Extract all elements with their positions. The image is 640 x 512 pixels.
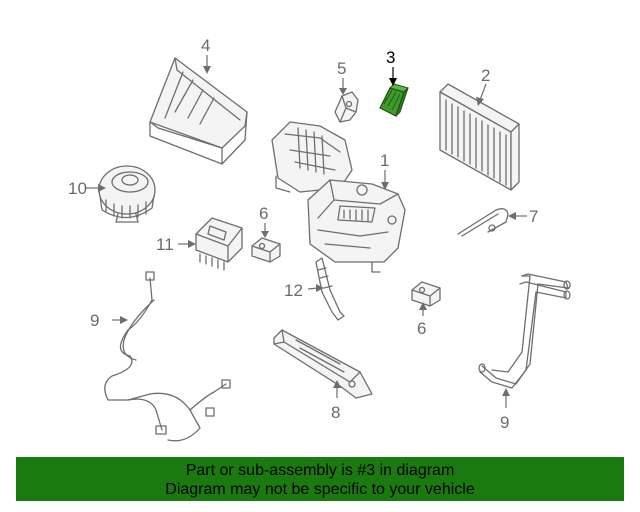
- part-10-wiring-harness: [104, 271, 231, 442]
- part-8-duct: [273, 329, 373, 399]
- callout-10: 9: [90, 311, 99, 330]
- callout-3: 3: [386, 48, 395, 67]
- callout-6-lower: 6: [417, 319, 426, 338]
- arrowhead-10: [120, 316, 128, 324]
- callout-5: 5: [337, 59, 346, 78]
- parts-diagram: 4 5 3 2 1: [68, 36, 571, 442]
- callout-11: 10: [68, 179, 87, 198]
- arrowhead-2: [476, 97, 484, 106]
- callout-12: 11: [156, 235, 174, 254]
- callout-2: 2: [481, 66, 490, 85]
- arrowhead-9: [502, 388, 510, 396]
- part-7-sensor: [457, 208, 509, 237]
- part-13-drain-hose: [315, 257, 345, 321]
- part-1-hvac-case: [271, 121, 406, 273]
- part-12-control-module: [195, 217, 243, 271]
- arrowhead-6a: [261, 231, 269, 238]
- info-banner: Part or sub-assembly is #3 in diagram Di…: [16, 457, 624, 501]
- arrowhead-13: [316, 284, 324, 292]
- part-11-blower-motor: [98, 165, 156, 223]
- arrowhead-5: [339, 88, 347, 95]
- arrowhead-4: [203, 66, 211, 74]
- callout-7: 7: [529, 207, 538, 226]
- part-2-evaporator: [439, 83, 520, 191]
- arrowhead-6b: [419, 302, 427, 310]
- arrowhead-3: [389, 78, 397, 86]
- part-6-actuator-upper: [251, 237, 281, 263]
- part-9-heater-pipes: [478, 273, 571, 389]
- part-4-cabin-filter: [149, 57, 248, 165]
- callout-13: 12: [284, 281, 303, 300]
- callout-4: 4: [201, 36, 210, 55]
- arrowhead-7: [508, 212, 516, 220]
- part-6-actuator-lower: [411, 281, 441, 307]
- part-3-resistor-highlighted: [379, 83, 409, 117]
- part-5-bracket: [334, 91, 359, 123]
- callout-1: 1: [380, 151, 389, 170]
- callout-8: 8: [331, 403, 340, 422]
- callout-6-upper: 6: [259, 204, 268, 223]
- banner-line-2: Diagram may not be specific to your vehi…: [165, 481, 475, 498]
- leader-2: [479, 83, 487, 101]
- arrowhead-8: [333, 380, 341, 388]
- banner-line-1: Part or sub-assembly is #3 in diagram: [185, 462, 455, 479]
- arrowhead-1: [381, 182, 389, 190]
- callout-9: 9: [500, 413, 509, 432]
- arrowhead-11: [98, 184, 106, 192]
- arrowhead-12: [188, 240, 196, 248]
